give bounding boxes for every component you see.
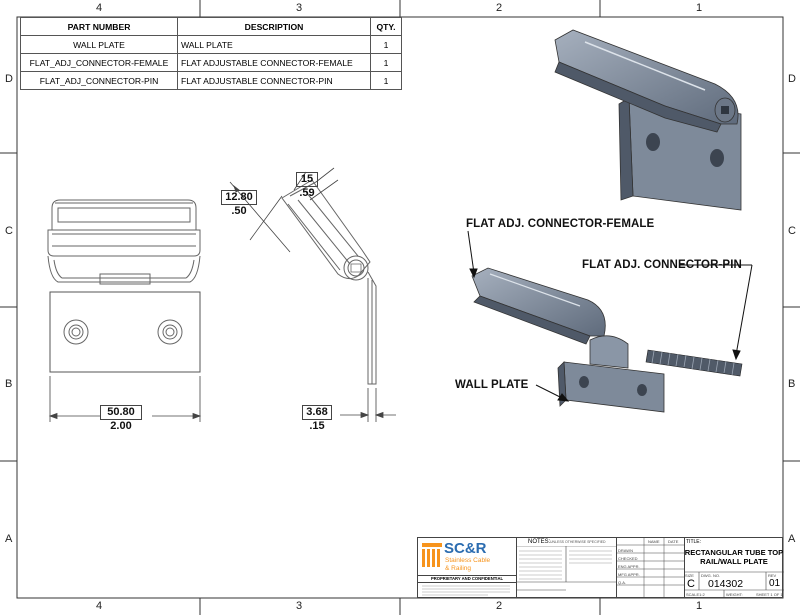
thickness-dimension: 3.68 .15 <box>302 405 332 433</box>
angle-a-mm: 12.80 <box>221 190 257 205</box>
bom-header-part: PART NUMBER <box>20 17 178 36</box>
bom-part: FLAT_ADJ_CONNECTOR-FEMALE <box>20 53 178 72</box>
bom-row: FLAT_ADJ_CONNECTOR-FEMALE FLAT ADJUSTABL… <box>20 53 402 72</box>
checked-label: CHECKED <box>618 556 638 561</box>
zone-bottom-4: 4 <box>96 600 103 612</box>
size-label: SIZE <box>685 573 694 578</box>
zone-top-4: 4 <box>96 2 103 14</box>
zone-left-c: C <box>5 225 13 237</box>
drawn-label: DRAWN <box>618 548 633 553</box>
angle-b-in: .59 <box>299 187 315 199</box>
angle-a-in: .50 <box>231 205 247 217</box>
qa-label: Q.A. <box>618 580 627 585</box>
zone-bottom-3: 3 <box>296 600 303 612</box>
title-line-1: RECTANGULAR TUBE TOP <box>684 548 784 557</box>
company-logo-icon <box>422 543 442 567</box>
size-value: C <box>687 578 695 590</box>
date-label: DATE <box>668 539 679 544</box>
width-dimension: 50.80 2.00 <box>100 405 142 433</box>
bom-row: FLAT_ADJ_CONNECTOR-PIN FLAT ADJUSTABLE C… <box>20 71 402 90</box>
callout-female: FLAT ADJ. CONNECTOR-FEMALE <box>466 218 655 230</box>
zone-left-d: D <box>5 73 13 85</box>
zone-bottom-2: 2 <box>496 600 503 612</box>
notes-label: NOTES: <box>528 539 551 545</box>
logo-sub1: Stainless Cable <box>445 557 491 564</box>
bom-qty: 1 <box>370 53 402 72</box>
zone-top-1: 1 <box>696 2 703 14</box>
notes-lines <box>516 546 616 591</box>
bom-qty: 1 <box>370 71 402 90</box>
drawing-title: RECTANGULAR TUBE TOP RAIL/WALL PLATE <box>684 548 784 566</box>
scale-label: SCALE1:2 <box>686 592 705 597</box>
zone-right-d: D <box>788 73 796 85</box>
thickness-in: .15 <box>309 420 325 432</box>
notes-sub: UNLESS OTHERWISE SPECIFIED <box>550 540 606 544</box>
dwg-number: 014302 <box>708 578 744 590</box>
notes-cell: NOTES: UNLESS OTHERWISE SPECIFIED <box>516 538 617 598</box>
bom-part: FLAT_ADJ_CONNECTOR-PIN <box>20 71 178 90</box>
bom-header-row: PART NUMBER DESCRIPTION QTY. <box>20 17 402 36</box>
zone-right-a: A <box>788 533 796 545</box>
zone-right-b: B <box>788 378 796 390</box>
side-view <box>229 167 396 422</box>
bom-qty: 1 <box>370 35 402 54</box>
assembled-iso-view <box>554 29 742 211</box>
logo-sub2: & Railing <box>445 565 472 572</box>
zone-bottom-1: 1 <box>696 600 703 612</box>
dwg-label: DWG. NO. <box>701 573 721 578</box>
bom-desc: WALL PLATE <box>177 35 371 54</box>
zone-left-b: B <box>5 378 13 390</box>
bom-row: WALL PLATE WALL PLATE 1 <box>20 35 402 54</box>
approvals-cell: NAME DATE DRAWN CHECKED ENG APPR. MFG AP… <box>616 538 685 598</box>
width-in: 2.00 <box>110 420 132 432</box>
zone-right-c: C <box>788 225 796 237</box>
callout-leaders <box>467 230 753 402</box>
width-mm: 50.80 <box>100 405 142 420</box>
title-block: SC&R Stainless Cable & Railing PROPRIETA… <box>417 537 784 598</box>
callout-wall-plate: WALL PLATE <box>455 379 529 391</box>
title-label: TITLE: <box>686 539 702 545</box>
zone-top-2: 2 <box>496 2 503 14</box>
bom-part: WALL PLATE <box>20 35 178 54</box>
bom-desc: FLAT ADJUSTABLE CONNECTOR-PIN <box>177 71 371 90</box>
exploded-iso-view <box>471 267 743 413</box>
logo-cell: SC&R Stainless Cable & Railing <box>418 538 517 576</box>
angle-b-dimension: 15 .59 <box>296 172 318 200</box>
sheet-label: SHEET 1 OF 1 <box>756 592 783 597</box>
angle-b-mm: 15 <box>296 172 318 187</box>
name-label: NAME <box>648 539 660 544</box>
fine-print <box>422 585 510 596</box>
rev-value: 01 <box>769 578 781 589</box>
zone-top-3: 3 <box>296 2 303 14</box>
logo-wordmark: SC&R <box>444 540 487 557</box>
title-grid <box>684 571 784 598</box>
mfg-appr-label: MFG APPR. <box>618 572 640 577</box>
title-line-2: RAIL/WALL PLATE <box>700 557 768 566</box>
title-cell: TITLE: RECTANGULAR TUBE TOP RAIL/WALL PL… <box>684 538 784 598</box>
proprietary-label: PROPRIETARY AND CONFIDENTIAL <box>418 575 517 583</box>
bom-header-description: DESCRIPTION <box>177 17 371 36</box>
weight-label: WEIGHT: <box>726 592 743 597</box>
thickness-mm: 3.68 <box>302 405 332 420</box>
front-view <box>47 199 202 422</box>
approvals-grid <box>616 538 684 598</box>
threaded-pin <box>645 349 743 377</box>
callout-pin: FLAT ADJ. CONNECTOR-PIN <box>582 259 742 271</box>
zone-left-a: A <box>5 533 13 545</box>
proprietary-text-block <box>418 582 517 598</box>
bill-of-materials: PART NUMBER DESCRIPTION QTY. WALL PLATE … <box>20 17 402 90</box>
bom-desc: FLAT ADJUSTABLE CONNECTOR-FEMALE <box>177 53 371 72</box>
eng-appr-label: ENG APPR. <box>618 564 640 569</box>
rev-label: REV <box>768 573 777 578</box>
angle-a-dimension: 12.80 .50 <box>221 190 257 218</box>
bom-header-qty: QTY. <box>370 17 402 36</box>
